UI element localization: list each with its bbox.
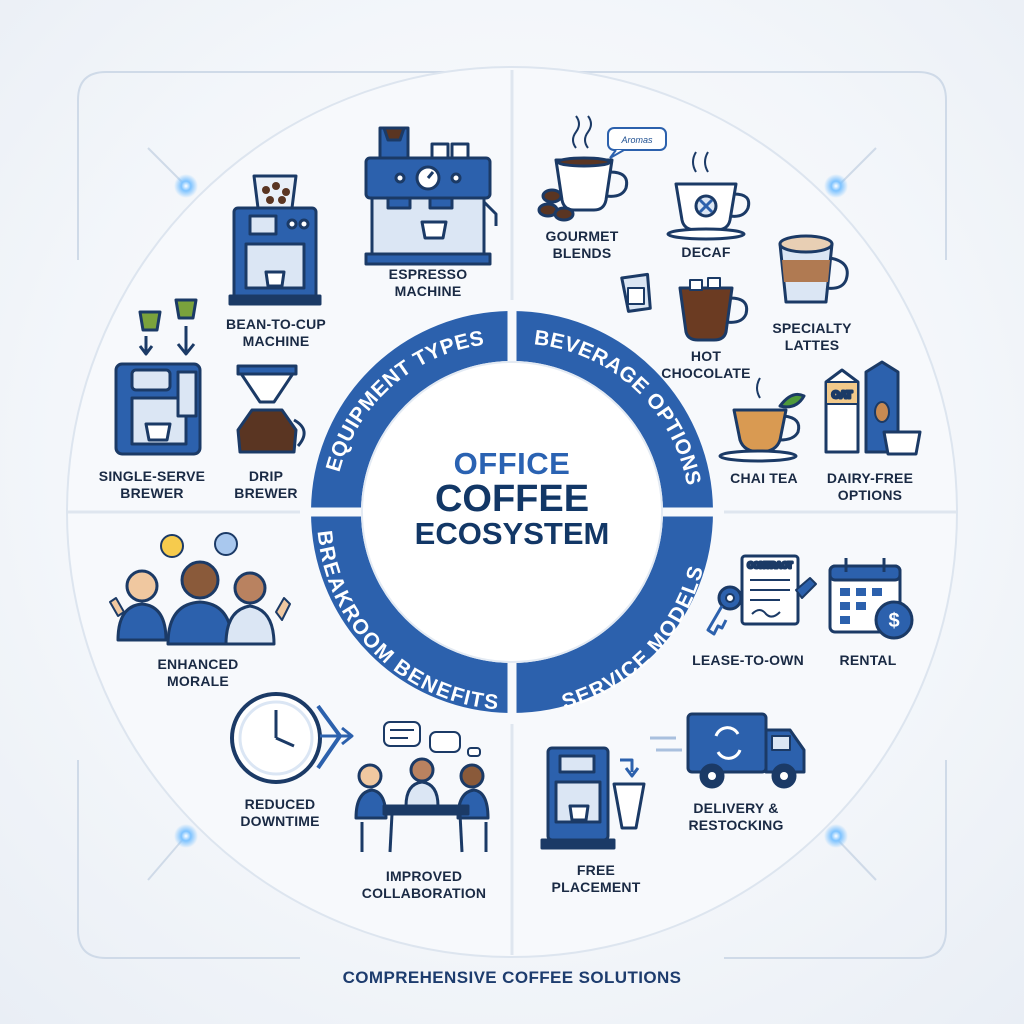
improved-collaboration-icon [354,721,490,853]
oat-text: OAT [832,390,852,401]
single-serve-brewer-icon [114,298,202,456]
dairy-free-icon: OAT [824,360,922,456]
chai-tea-icon [718,377,806,463]
label-chai-tea: CHAI TEA [730,470,798,486]
enhanced-morale-icon [109,532,291,646]
lease-to-own-icon: CONTRACT [706,554,817,636]
free-placement-icon [540,746,646,850]
ring-gaps [300,300,724,724]
drip-brewer-icon [236,364,306,454]
hot-chocolate-icon [620,272,749,342]
aromas-text: Aromas [620,135,653,145]
label-decaf: DECAF [681,244,731,260]
gourmet-blends-icon [537,115,629,222]
label-lease-to-own: LEASE-TO-OWN [692,652,804,668]
center-disc [361,361,663,663]
aromas-bubble: Aromas [607,127,667,159]
center-title-line3: ECOSYSTEM [414,516,610,552]
center-title-line2: COFFEE [434,477,590,520]
center-title-line1: OFFICE [453,446,571,481]
rental-icon: $ [828,558,914,640]
delivery-truck-icon [650,712,806,789]
quadrant-dividers [68,70,956,955]
reduced-downtime-icon [230,692,354,784]
bean-to-cup-machine-icon [228,174,322,306]
decaf-icon [666,151,751,241]
center-title: OFFICE COFFEE ECOSYSTEM [415,448,610,550]
espresso-machine-icon [364,126,498,266]
label-rental: RENTAL [839,652,897,668]
contract-text: CONTRACT [748,561,793,570]
footer-tagline: COMPREHENSIVE COFFEE SOLUTIONS [342,968,682,987]
specialty-latte-icon [778,234,849,304]
dollar-text: $ [888,610,899,632]
label-delivery-restocking: DELIVERY &RESTOCKING [688,800,784,833]
glow-dots [174,174,848,848]
